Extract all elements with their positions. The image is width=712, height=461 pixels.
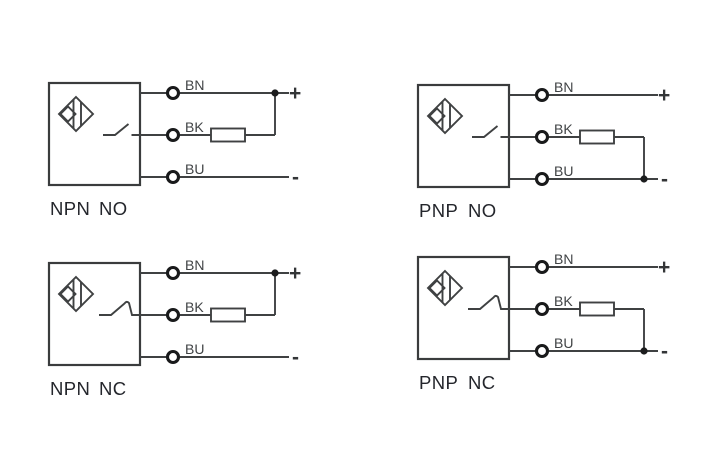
- diagram-label-logic: NO: [99, 198, 128, 219]
- junction-dot: [640, 347, 648, 355]
- wire-label-bn: BN: [554, 251, 573, 267]
- switch-nc-icon: [99, 300, 140, 316]
- plus-sign: +: [289, 262, 301, 285]
- wiring-diagram-svg: BN BK BU + - NPN NC: [47, 257, 301, 399]
- diagram-npn-no: BN BK BU + - NPN NO: [39, 73, 319, 228]
- sensor-symbol-icon: [57, 95, 95, 133]
- diagram-label-type: NPN: [50, 378, 90, 399]
- junction-dot: [271, 269, 279, 277]
- resistor: [579, 301, 615, 317]
- terminal-bn: [534, 87, 550, 103]
- wire-label-bk: BK: [185, 299, 204, 315]
- wire-label-bk: BK: [185, 119, 204, 135]
- diagram-pnp-nc: BN BK BU + - PNP NC: [408, 247, 688, 402]
- diagram-label-type: PNP: [419, 200, 458, 221]
- terminal-bu: [165, 169, 181, 185]
- wiring-diagram-svg: BN BK BU + - NPN NO: [47, 77, 301, 219]
- wire-label-bn: BN: [185, 257, 204, 273]
- wire-label-bu: BU: [185, 341, 204, 357]
- plus-sign: +: [658, 256, 670, 279]
- diagram-label-logic: NC: [99, 378, 127, 399]
- diagram-npn-nc: BN BK BU + - NPN NC: [39, 253, 319, 408]
- switch-no-icon: [472, 125, 509, 138]
- plus-sign: +: [289, 82, 301, 105]
- resistor: [210, 127, 246, 143]
- sensor-body: [416, 255, 511, 361]
- diagram-pnp-no: BN BK BU + - PNP NO: [408, 75, 688, 230]
- terminal-bk: [165, 307, 181, 323]
- plus-sign: +: [658, 84, 670, 107]
- minus-sign: -: [292, 346, 299, 369]
- diagram-label-type: NPN: [50, 198, 90, 219]
- terminal-bk: [534, 129, 550, 145]
- resistor: [210, 307, 246, 323]
- minus-sign: -: [661, 340, 668, 363]
- diagram-label-type: PNP: [419, 372, 458, 393]
- resistor: [579, 129, 615, 145]
- terminal-bu: [534, 343, 550, 359]
- wire-label-bu: BU: [554, 163, 573, 179]
- diagram-label-logic: NC: [468, 372, 496, 393]
- diagram-label-logic: NO: [468, 200, 497, 221]
- wire-label-bu: BU: [554, 335, 573, 351]
- switch-nc-icon: [468, 294, 509, 310]
- wire-label-bn: BN: [185, 77, 204, 93]
- sensor-symbol-icon: [426, 97, 464, 135]
- switch-no-icon: [103, 123, 140, 136]
- wire-label-bu: BU: [185, 161, 204, 177]
- wire-label-bn: BN: [554, 79, 573, 95]
- wire-label-bk: BK: [554, 121, 573, 137]
- minus-sign: -: [292, 166, 299, 189]
- wire-label-bk: BK: [554, 293, 573, 309]
- wiring-diagram-svg: BN BK BU + - PNP NC: [416, 251, 670, 393]
- sensor-body: [47, 81, 142, 187]
- junction-dot: [271, 89, 279, 97]
- sensor-symbol-icon: [426, 269, 464, 307]
- terminal-bn: [165, 265, 181, 281]
- terminal-bn: [534, 259, 550, 275]
- sensor-symbol-icon: [57, 275, 95, 313]
- sensor-body: [416, 83, 511, 189]
- terminal-bu: [534, 171, 550, 187]
- terminal-bn: [165, 85, 181, 101]
- terminal-bk: [165, 127, 181, 143]
- junction-dot: [640, 175, 648, 183]
- wiring-diagram-svg: BN BK BU + - PNP NO: [416, 79, 670, 221]
- terminal-bk: [534, 301, 550, 317]
- sensor-body: [47, 261, 142, 367]
- terminal-bu: [165, 349, 181, 365]
- minus-sign: -: [661, 168, 668, 191]
